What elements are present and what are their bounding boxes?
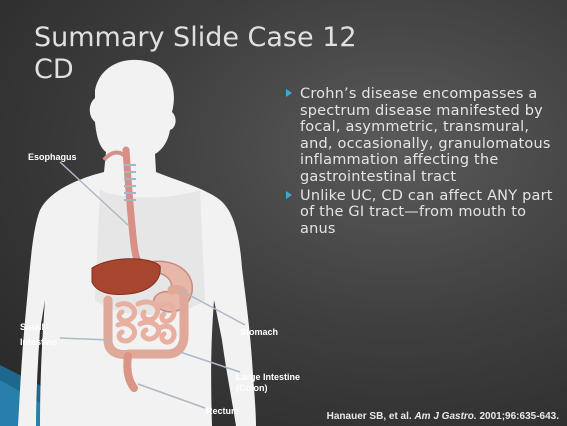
bullet-item: Crohn’s disease encompasses a spectrum d… <box>288 86 560 186</box>
label-small-intestine: Small Intestine <box>20 322 57 348</box>
title-line-1: Summary Slide Case 12 <box>34 22 357 54</box>
label-rectum: Rectum <box>206 406 239 417</box>
label-small-intestine-line-2: Intestine <box>20 337 57 348</box>
label-large-intestine: Large Intestine (Colon) <box>236 372 300 394</box>
citation-journal: Am J Gastro. <box>414 411 476 422</box>
bullet-text: Unlike UC, CD can affect ANY part of the… <box>300 188 553 237</box>
bullet-text: Crohn’s disease encompasses a spectrum d… <box>300 86 551 185</box>
slide-title: Summary Slide Case 12 CD <box>34 22 357 86</box>
citation: Hanauer SB, et al. Am J Gastro. 2001;96:… <box>327 411 559 422</box>
citation-authors: Hanauer SB, et al. <box>327 411 412 422</box>
label-stomach: Stomach <box>240 327 278 338</box>
title-line-2: CD <box>34 54 357 86</box>
label-large-intestine-line-1: Large Intestine <box>236 372 300 383</box>
bullet-item: Unlike UC, CD can affect ANY part of the… <box>288 188 560 238</box>
bullet-list: Crohn’s disease encompasses a spectrum d… <box>288 86 560 239</box>
bullet-arrow-icon <box>286 191 292 199</box>
label-esophagus: Esophagus <box>28 152 77 163</box>
label-large-intestine-line-2: (Colon) <box>236 383 300 394</box>
bullet-arrow-icon <box>286 89 292 97</box>
label-small-intestine-line-1: Small <box>20 322 57 333</box>
citation-details: 2001;96:635-643. <box>479 411 559 422</box>
